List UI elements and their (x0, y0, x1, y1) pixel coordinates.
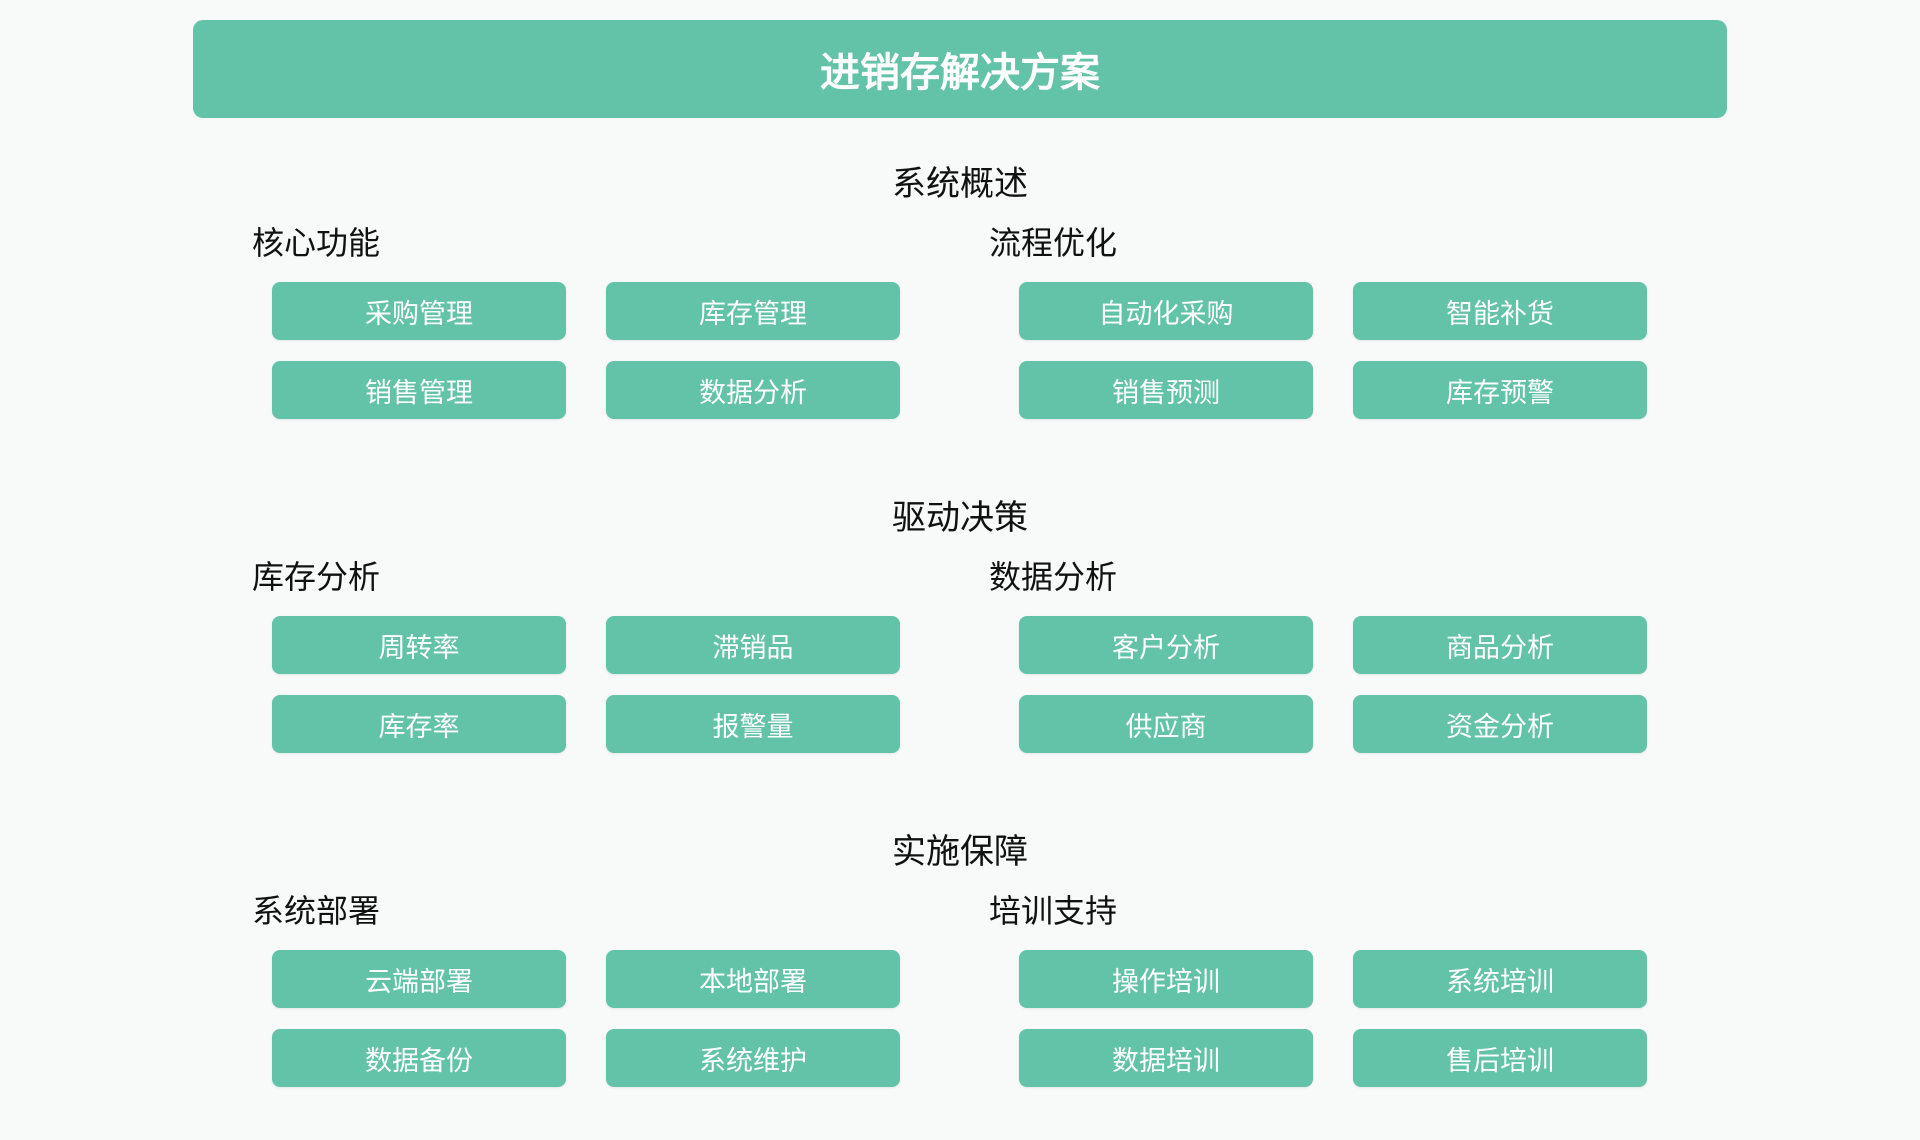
item-button[interactable]: 商品分析 (1353, 616, 1647, 674)
item-button[interactable]: 周转率 (272, 616, 566, 674)
group-title: 系统部署 (252, 892, 381, 930)
item-button[interactable]: 库存预警 (1353, 361, 1647, 419)
item-button[interactable]: 采购管理 (272, 282, 566, 340)
item-button[interactable]: 智能补货 (1353, 282, 1647, 340)
section-system-overview: 系统概述 核心功能 采购管理 库存管理 销售管理 数据分析 流程优化 自动化采购… (0, 162, 1920, 462)
item-button[interactable]: 滞销品 (606, 616, 900, 674)
item-button[interactable]: 数据备份 (272, 1029, 566, 1087)
group-title: 库存分析 (252, 558, 381, 596)
section-implementation-support: 实施保障 系统部署 云端部署 本地部署 数据备份 系统维护 培训支持 操作培训 … (0, 830, 1920, 1130)
section-title: 系统概述 (892, 164, 1028, 204)
item-button[interactable]: 销售管理 (272, 361, 566, 419)
group-training-support: 培训支持 操作培训 系统培训 数据培训 售后培训 (989, 890, 1709, 1130)
item-button[interactable]: 数据培训 (1019, 1029, 1313, 1087)
section-title: 驱动决策 (892, 498, 1028, 538)
group-data-analysis: 数据分析 客户分析 商品分析 供应商 资金分析 (989, 556, 1709, 796)
item-button[interactable]: 系统维护 (606, 1029, 900, 1087)
item-button[interactable]: 云端部署 (272, 950, 566, 1008)
item-button[interactable]: 客户分析 (1019, 616, 1313, 674)
item-button[interactable]: 操作培训 (1019, 950, 1313, 1008)
item-button[interactable]: 系统培训 (1353, 950, 1647, 1008)
item-button[interactable]: 销售预测 (1019, 361, 1313, 419)
item-button[interactable]: 售后培训 (1353, 1029, 1647, 1087)
item-button[interactable]: 数据分析 (606, 361, 900, 419)
item-button[interactable]: 库存率 (272, 695, 566, 753)
section-title: 实施保障 (892, 832, 1028, 872)
group-system-deployment: 系统部署 云端部署 本地部署 数据备份 系统维护 (252, 890, 972, 1130)
item-button[interactable]: 供应商 (1019, 695, 1313, 753)
group-process-optimization: 流程优化 自动化采购 智能补货 销售预测 库存预警 (989, 222, 1709, 462)
item-button[interactable]: 资金分析 (1353, 695, 1647, 753)
item-button[interactable]: 库存管理 (606, 282, 900, 340)
group-inventory-analysis: 库存分析 周转率 滞销品 库存率 报警量 (252, 556, 972, 796)
section-driving-decisions: 驱动决策 库存分析 周转率 滞销品 库存率 报警量 数据分析 客户分析 商品分析… (0, 496, 1920, 796)
item-button[interactable]: 自动化采购 (1019, 282, 1313, 340)
page-title: 进销存解决方案 (820, 50, 1100, 96)
group-title: 流程优化 (989, 224, 1118, 262)
group-title: 培训支持 (989, 892, 1118, 930)
group-title: 数据分析 (989, 558, 1118, 596)
item-button[interactable]: 本地部署 (606, 950, 900, 1008)
group-title: 核心功能 (252, 224, 381, 262)
item-button[interactable]: 报警量 (606, 695, 900, 753)
group-core-functions: 核心功能 采购管理 库存管理 销售管理 数据分析 (252, 222, 972, 462)
page-title-banner: 进销存解决方案 (193, 20, 1727, 118)
